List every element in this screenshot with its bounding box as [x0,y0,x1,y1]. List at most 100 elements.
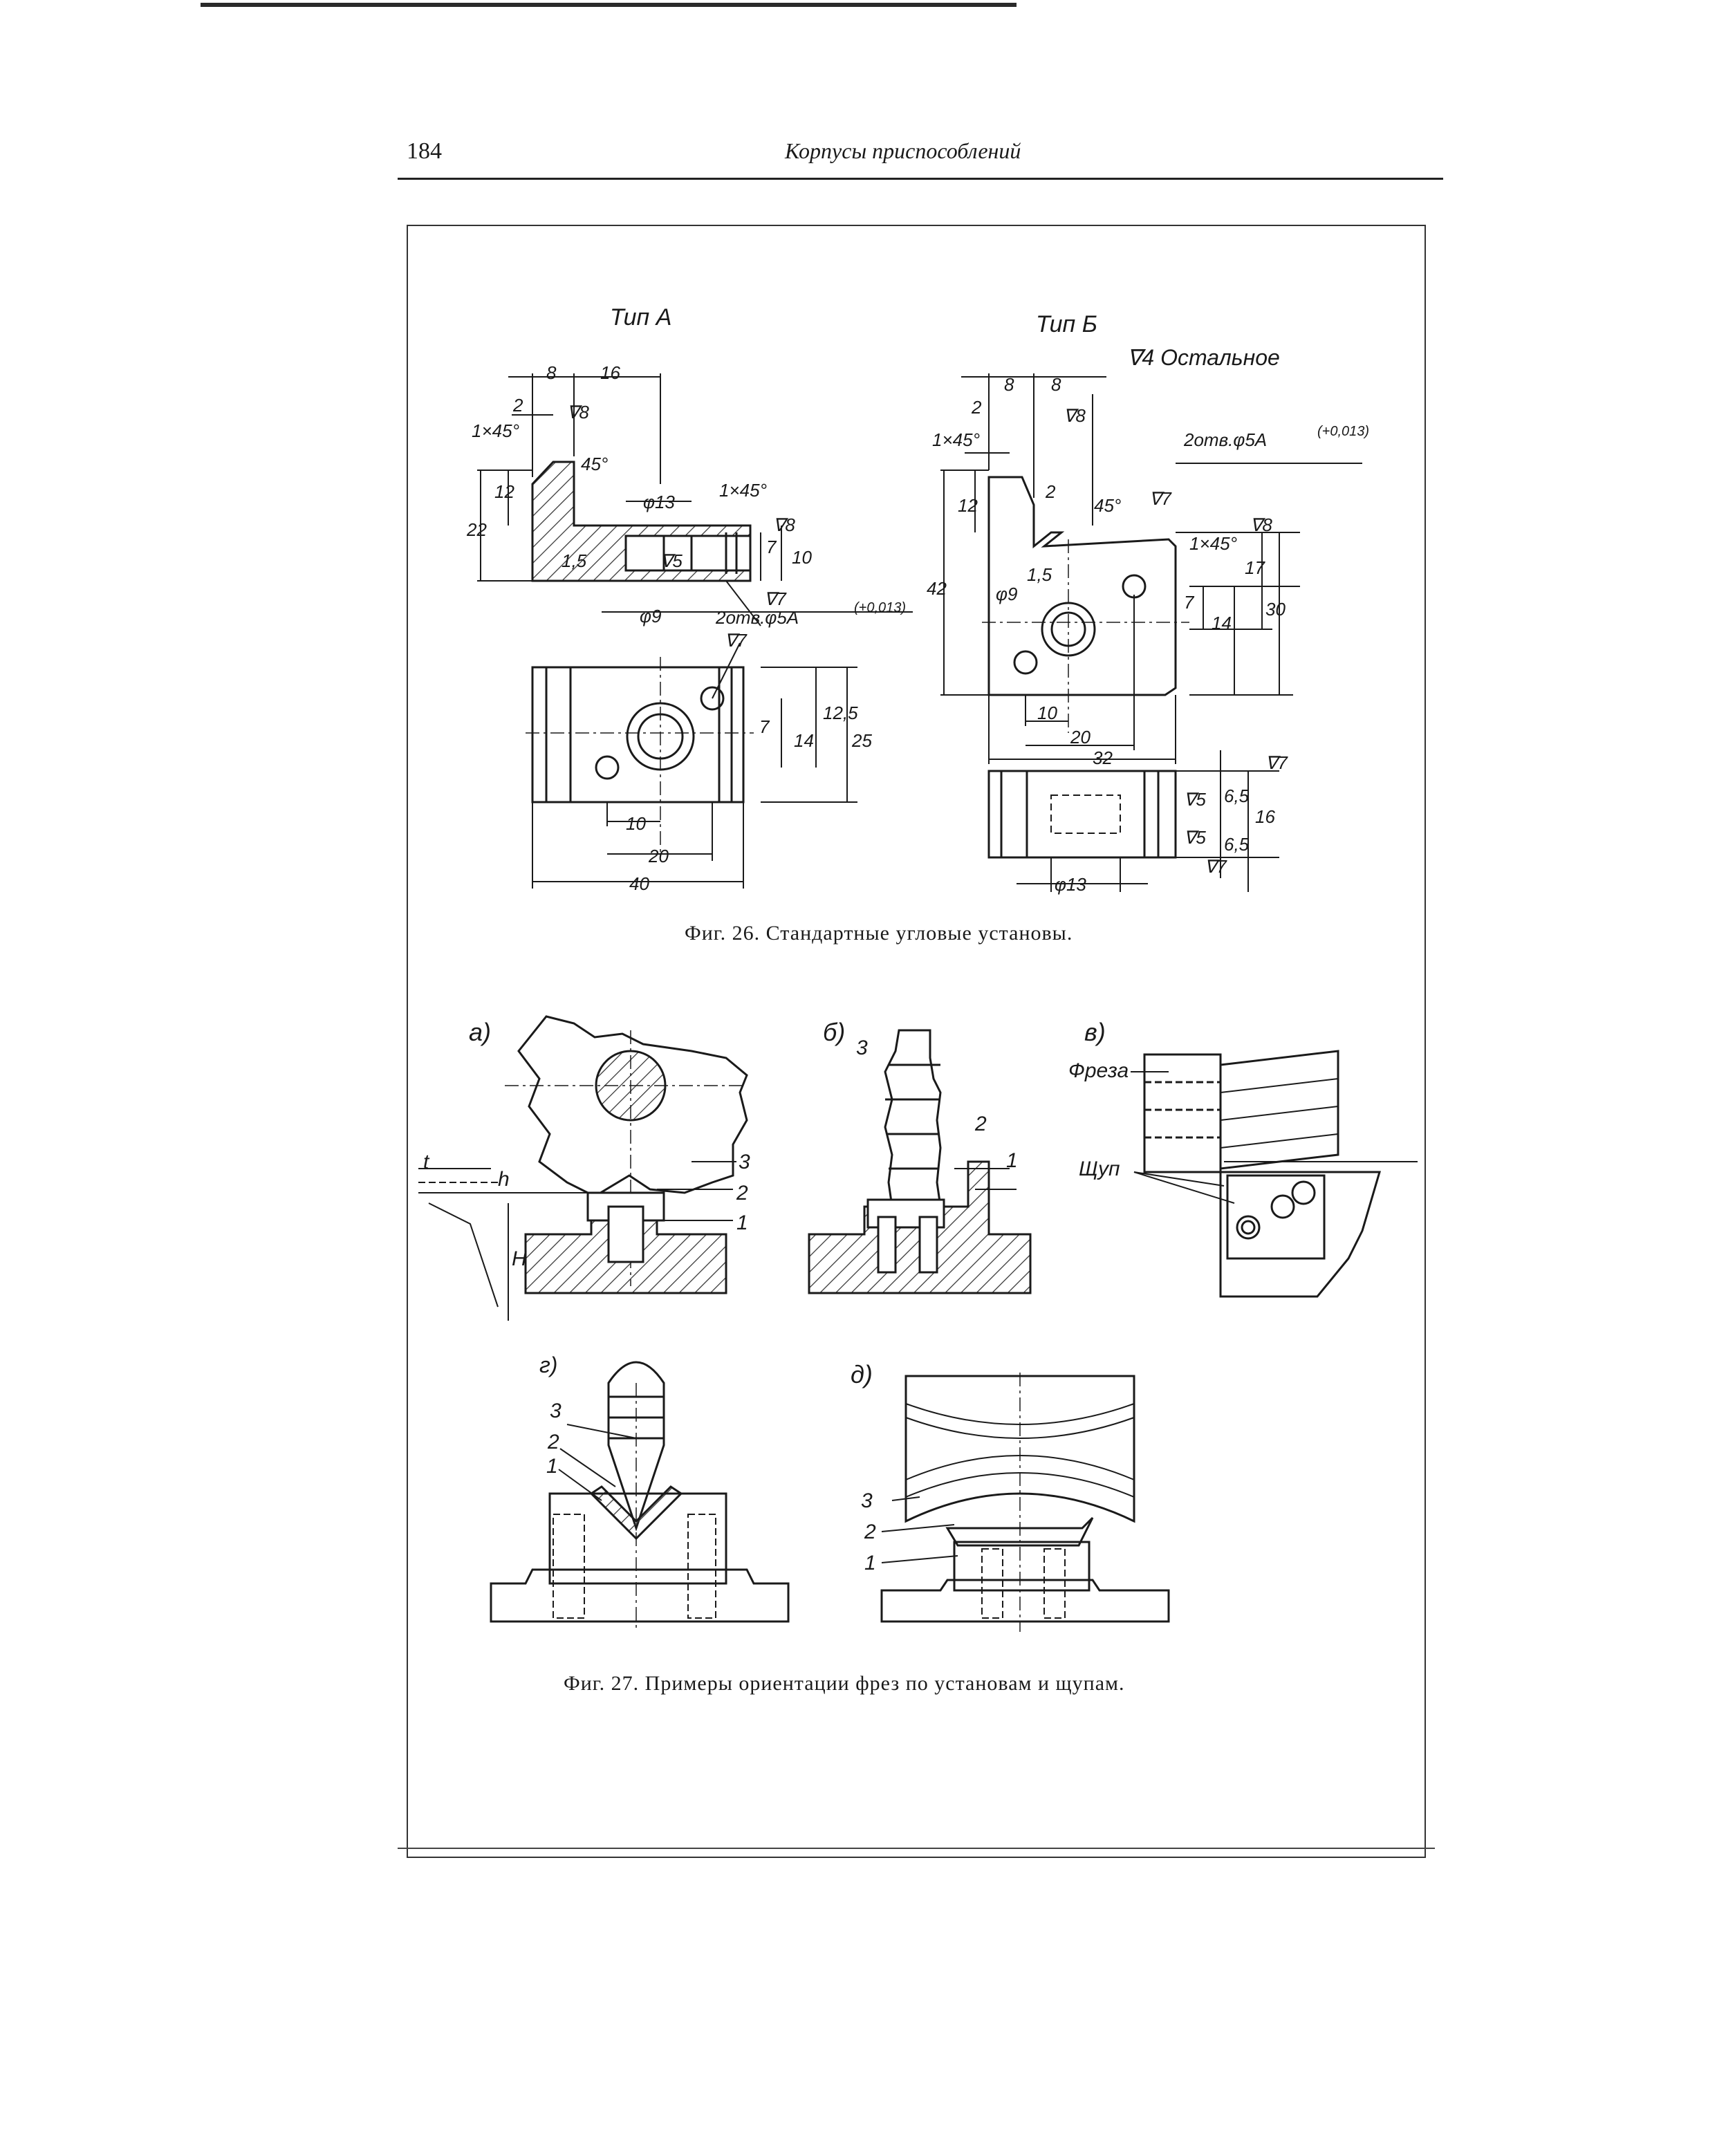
dimension-label: 2 [512,395,523,416]
dimension-label: ∇7 [1149,488,1172,509]
type-b-drawing: Тип Б ∇4 Остальное [940,311,1362,892]
dimension-label: в) [1084,1018,1106,1046]
frame-bottom-rule [398,1848,1435,1849]
scan-edge-mark [201,3,1017,7]
dimension-label: ∇5 [1184,789,1206,810]
type-a-dimensions: 8 16 2 1×45° 45° 22 12 1,5 φ13 1×45° ∇8 … [466,362,906,894]
dimension-label: 45° [1094,495,1121,516]
dimension-label: 1×45° [1189,533,1237,554]
form-cutter [884,1029,942,1208]
dimension-label: 1×45° [472,420,519,441]
dimension-label: 42 [927,578,947,599]
dimension-label: h [498,1168,510,1191]
dimension-label: 1 [864,1552,876,1574]
dimension-label: 40 [629,873,649,894]
dimension-label: 1×45° [719,480,767,501]
dimension-label: д) [851,1360,873,1388]
dimension-label: 12,5 [823,703,858,723]
concave-cutter [904,1375,1135,1523]
fig27-v-drawing: в) [1084,1018,1418,1298]
dimension-label: ∇7 [1265,752,1288,773]
type-a-drawing: Тип А [477,304,913,889]
dimension-label: 14 [794,730,814,751]
dimension-label: 25 [851,730,872,751]
dimension-label: Щуп [1079,1158,1120,1180]
dimension-label: φ9 [640,606,661,626]
type-b-body [987,476,1177,696]
dimension-label: 10 [1037,703,1057,723]
dimension-label: t [423,1151,430,1173]
dimension-label: ∇8 [1250,514,1272,535]
fig27-a-callouts: 3 2 1 t h H [423,1151,750,1270]
dimension-label: 2 [864,1521,876,1543]
dimension-label: 2 [974,1113,987,1135]
dimension-label: а) [469,1018,491,1046]
fig27-v-callouts: Фреза Щуп [1068,1059,1129,1180]
fig27-g-drawing: г) [490,1353,790,1632]
dimension-label: 8 [1004,374,1014,395]
dimension-label: ∇7 [725,630,748,651]
dimension-label: 1,5 [562,550,587,571]
dimension-label: 1,5 [1027,564,1052,585]
dimension-label: 20 [648,846,669,866]
fig27-g-callouts: 3 2 1 [546,1400,562,1478]
dimension-label: (+0,013) [854,600,906,615]
dimension-label: 16 [600,362,620,383]
dimension-label: ∇5 [1184,827,1206,848]
dimension-label: ∇8 [567,402,589,422]
dimension-label: 22 [466,519,487,540]
fig27-b-drawing: б) [808,1018,1032,1294]
feeler-block [1219,1171,1382,1298]
type-b-plan [987,770,1177,859]
angle-cutter [607,1361,665,1532]
dimension-label: 2отв.φ5А [1183,429,1267,450]
dimension-label: 1×45° [932,429,980,450]
dimension-label: 3 [739,1151,750,1173]
dimension-label: 2 [971,397,982,418]
dimension-label: 32 [1093,747,1113,768]
fig27-b-callouts: 3 2 1 [856,1037,1018,1172]
dimension-label: 30 [1265,599,1286,620]
fig27-d-callouts: 3 2 1 [861,1489,876,1574]
dimension-label: ∇7 [1205,856,1227,877]
dimension-label: 45° [581,454,608,474]
dimension-label: б) [823,1018,845,1046]
type-b-finish-note: ∇4 Остальное [1127,345,1280,370]
figure-frame [407,225,1426,1858]
dimension-label: φ13 [643,492,675,512]
dimension-label: ∇8 [1064,405,1086,426]
dimension-label: 1 [1006,1149,1018,1172]
dimension-label: 7 [766,537,777,557]
dimension-label: ∇7 [764,588,787,609]
dimension-label: 6,5 [1224,834,1250,855]
dimension-label: 1 [546,1455,558,1478]
dimension-label: 16 [1255,806,1275,827]
dimension-label: 3 [550,1400,562,1422]
running-title: Корпусы приспособлений [785,138,1021,163]
dimension-label: 3 [861,1489,873,1512]
dimension-label: 14 [1212,613,1232,633]
dimension-label: (+0,013) [1317,424,1369,439]
dimension-label: ∇8 [773,514,795,535]
dimension-label: 2 [1045,481,1056,502]
dimension-label: 2отв.φ5А [715,607,799,628]
figure26-caption: Фиг. 26. Стандартные угловые установы. [685,922,1073,945]
dimension-label: φ9 [996,584,1017,604]
dimension-label: H [512,1247,527,1270]
type-b-dimensions: 8 8 ∇8 2 1×45° 12 42 2 45° ∇7 2отв.φ5А (… [927,374,1369,895]
dimension-label: 8 [546,362,557,383]
fig27-a-drawing: а) [418,1015,748,1321]
page-number: 184 [407,138,442,164]
dimension-label: 10 [792,547,812,568]
header-rule [398,178,1443,180]
type-b-title: Тип Б [1036,311,1097,337]
dimension-label: 2 [736,1182,748,1205]
dimension-label: 3 [856,1037,868,1059]
dimension-label: 20 [1070,727,1091,747]
dimension-label: 10 [626,813,646,834]
dimension-label: Фреза [1068,1059,1129,1082]
fig27-d-drawing: д) [851,1360,1170,1632]
dimension-label: 12 [958,495,978,516]
dimension-label: 17 [1245,557,1265,578]
